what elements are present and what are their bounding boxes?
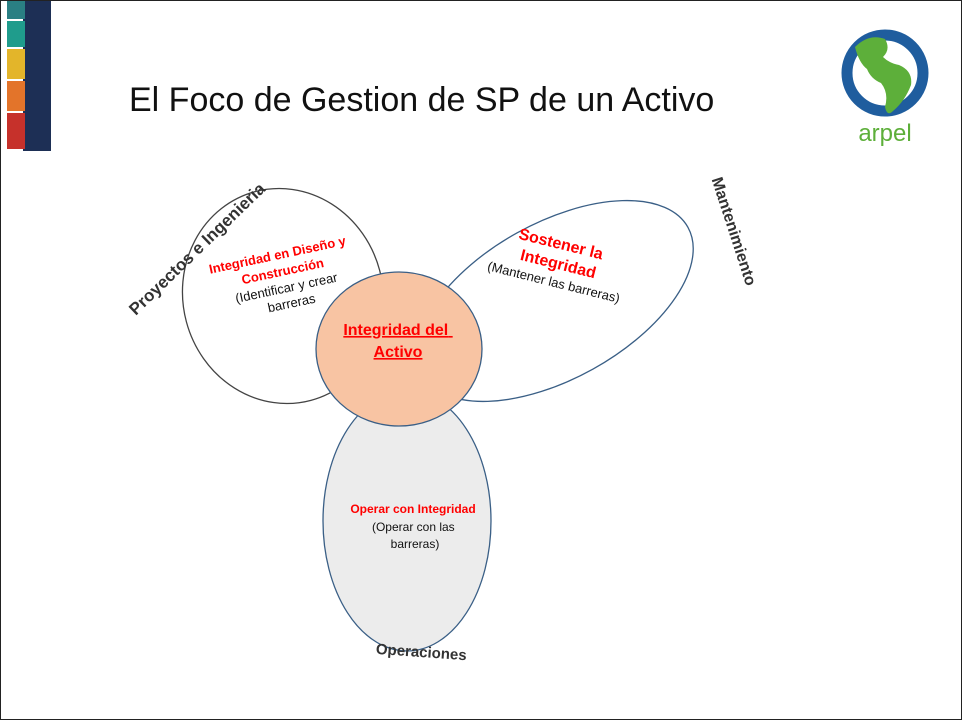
side-stripe — [3, 1, 51, 151]
bottom-petal-desc: (Operar con las barreras) — [372, 520, 458, 551]
stripe-navy — [23, 1, 51, 151]
stripe-teal — [7, 1, 25, 19]
stripe-yellow — [7, 49, 25, 79]
center-label-line-2: Activo — [374, 344, 423, 361]
right-outer-label: Mantenimiento — [708, 175, 759, 288]
stripe-green — [7, 21, 25, 47]
bottom-petal-desc-line-2: barreras) — [391, 537, 440, 551]
logo-americas-icon — [855, 37, 912, 114]
arpel-logo: arpel — [841, 29, 929, 147]
logo-text: arpel — [858, 120, 911, 147]
bottom-petal-title: Operar con Integridad — [350, 502, 475, 516]
bottom-outer-label: Operaciones — [375, 641, 467, 664]
stripe-red — [7, 113, 25, 149]
bottom-petal-title-line-1: Operar con Integridad — [350, 502, 475, 516]
center-label: Integridad del Activo — [343, 322, 452, 361]
slide-title: El Foco de Gestion de SP de un Activo — [129, 81, 715, 119]
center-label-line-1: Integridad del — [343, 322, 448, 339]
stripe-orange — [7, 81, 25, 111]
bottom-petal-desc-line-1: (Operar con las — [372, 520, 455, 534]
center-circle — [315, 271, 483, 427]
